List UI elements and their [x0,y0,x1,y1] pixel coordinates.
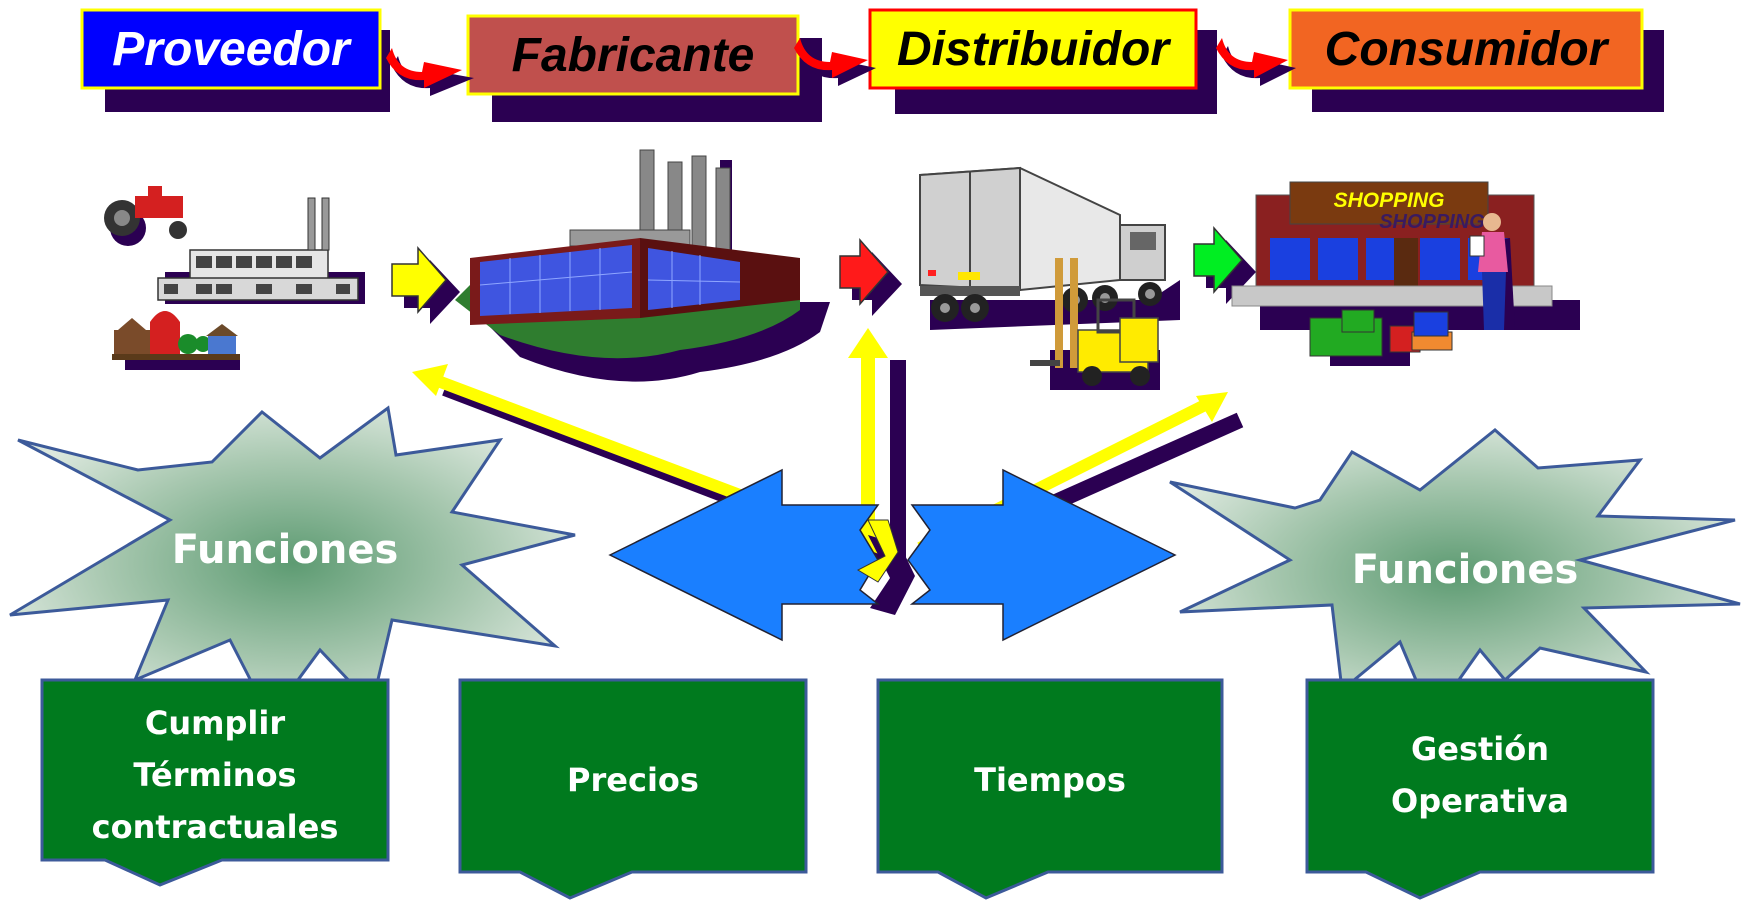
stage-distribuidor [868,8,1217,114]
center-arrow-left [608,468,881,642]
stage-fabricante-box [466,14,800,96]
callout-box-2 [458,678,808,900]
center-split-arrow [608,468,1177,642]
flow-arrow-yellow [391,246,460,324]
tractor-icon [104,186,187,246]
flow-arrow-green [1193,226,1256,304]
truck-and-forklift-illustration [919,166,1180,390]
farm-icon [112,311,240,370]
header-connector-3 [1216,38,1296,86]
callout-box-1 [40,678,390,887]
forklift-icon [1030,258,1160,390]
shopping-store-illustration: SHOPPING [1231,181,1580,366]
flow-arrow-red [839,238,902,316]
center-arrow-right [907,468,1177,642]
callout-box-3 [876,678,1224,900]
shopper-icon [1469,213,1515,330]
stage-distribuidor-box [868,8,1198,90]
header-connector-2 [794,38,876,86]
stage-proveedor [80,8,390,112]
stage-fabricante [466,14,822,122]
functions-starburst-right [1169,428,1741,722]
stage-consumidor [1288,8,1664,112]
callout-box-4 [1305,678,1655,900]
factory-illustration [455,149,830,382]
farm-and-factory-illustration [104,186,365,370]
functions-starburst-left [9,405,576,721]
svg-text:SHOPPING: SHOPPING [1379,211,1485,233]
stage-proveedor-box [80,8,382,90]
header-connector-1 [386,48,474,96]
stage-consumidor-box [1288,8,1644,90]
